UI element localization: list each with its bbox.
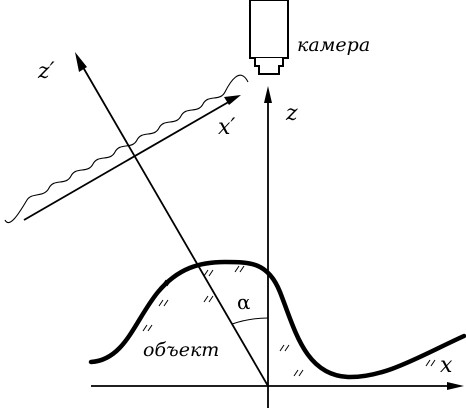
x-prime-axis-label: x′ — [218, 115, 235, 140]
x-prime-axis — [23, 99, 233, 221]
z-axis-arrow — [264, 86, 272, 103]
object-label: объект — [143, 339, 219, 361]
camera-label: камера — [297, 34, 370, 56]
x-prime-axis-arrow — [224, 95, 241, 105]
object-surface — [88, 259, 466, 380]
z-prime-axis-arrow — [75, 52, 87, 72]
camera-icon — [249, 0, 289, 75]
x-axis-arrow — [447, 382, 464, 390]
light-wave — [4, 74, 249, 223]
angle-arc — [231, 317, 269, 325]
z-axis-label: z — [285, 101, 298, 126]
z-prime-axis-label: z′ — [37, 59, 55, 84]
z-prime-axis — [79, 61, 269, 387]
angle-alpha-label: α — [237, 290, 251, 314]
object-hatching — [142, 265, 436, 377]
x-axis-label: x — [440, 353, 453, 378]
